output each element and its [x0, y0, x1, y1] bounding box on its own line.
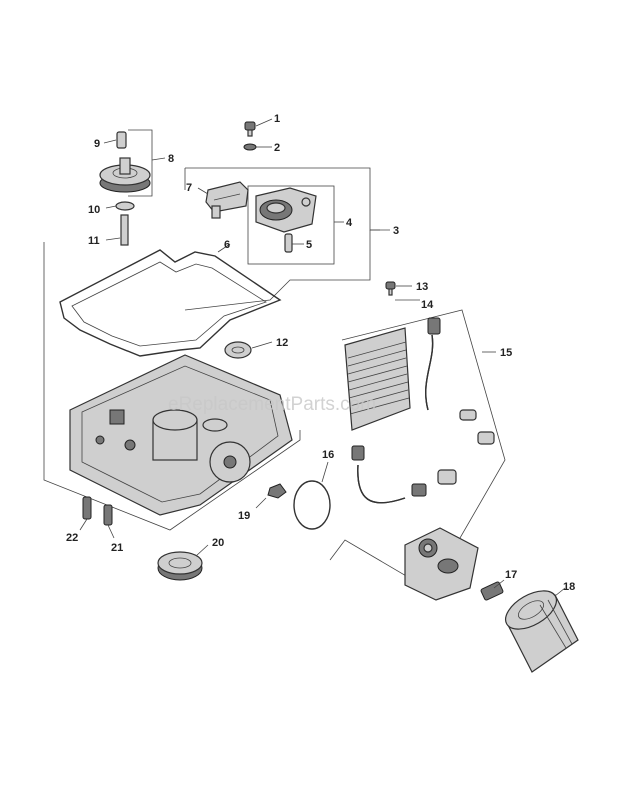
oil-hoses: [357, 334, 434, 504]
elbow-fitting: [437, 469, 457, 485]
callout-label: 20: [212, 537, 224, 549]
bolt-part-21: [103, 504, 113, 526]
pin-part: [116, 131, 127, 149]
washer-part-2: [243, 143, 257, 151]
screw-part-13: [385, 281, 396, 296]
hose-clamp: [459, 409, 477, 421]
callout-label: 1: [274, 113, 280, 125]
hose-fitting: [411, 483, 427, 497]
callout-label: 11: [88, 235, 100, 247]
seal-part-20: [157, 551, 203, 581]
callout-label: 8: [168, 153, 174, 165]
callout-label: 18: [563, 581, 575, 593]
callout-label: 7: [186, 182, 192, 194]
hose-fitting: [427, 317, 441, 335]
callout-label: 16: [322, 449, 334, 461]
callout-label: 12: [276, 337, 288, 349]
o-ring-part: [293, 480, 331, 530]
oil-pump-part: [255, 187, 317, 233]
gasket-part: [59, 249, 282, 357]
dowel-pin-part: [284, 233, 293, 253]
watermark-text: eReplacementParts.com: [168, 394, 376, 415]
oil-cooler-group-bracket: [329, 309, 506, 591]
oil-cooler-part: [344, 327, 411, 431]
callout-label: 15: [500, 347, 512, 359]
callout-label: 9: [94, 138, 100, 150]
callout-label: 5: [306, 239, 312, 251]
callout-label: 10: [88, 204, 100, 216]
callout-label: 19: [238, 510, 250, 522]
shaft-part: [120, 214, 129, 246]
pump-group-box: [247, 185, 335, 265]
callout-label: 14: [421, 299, 434, 311]
oil-pan-part: [69, 354, 293, 516]
washer-part: [115, 201, 135, 211]
callout-label: 2: [274, 142, 280, 154]
oil-filter-part: [505, 590, 579, 673]
seal-part-12: [224, 341, 252, 359]
bolt-part-22: [82, 496, 92, 520]
callout-label: 17: [505, 569, 517, 581]
callout-label: 22: [66, 532, 78, 544]
relief-valve-part: [205, 181, 249, 219]
hose-fitting: [351, 445, 365, 461]
gear-group-bracket: [128, 129, 153, 197]
leader-lines: [79, 118, 566, 597]
callout-label: 3: [393, 225, 399, 237]
hose-clamp: [477, 431, 495, 445]
screw-part-1: [244, 121, 256, 137]
callout-labels: 1 2 3 4 5 6 7 8 9 10 11 12 13 14 15 16 1…: [66, 113, 575, 593]
filter-adapter-part: [404, 527, 479, 601]
nut-part-19: [267, 483, 287, 499]
oil-pan-base-outline: [43, 242, 301, 531]
callout-label: 13: [416, 281, 428, 293]
threaded-fitting-part: [480, 581, 504, 601]
callout-label: 4: [346, 217, 353, 229]
gear-part: [99, 157, 151, 193]
callout-label: 21: [111, 542, 123, 554]
callout-label: 6: [224, 239, 230, 251]
